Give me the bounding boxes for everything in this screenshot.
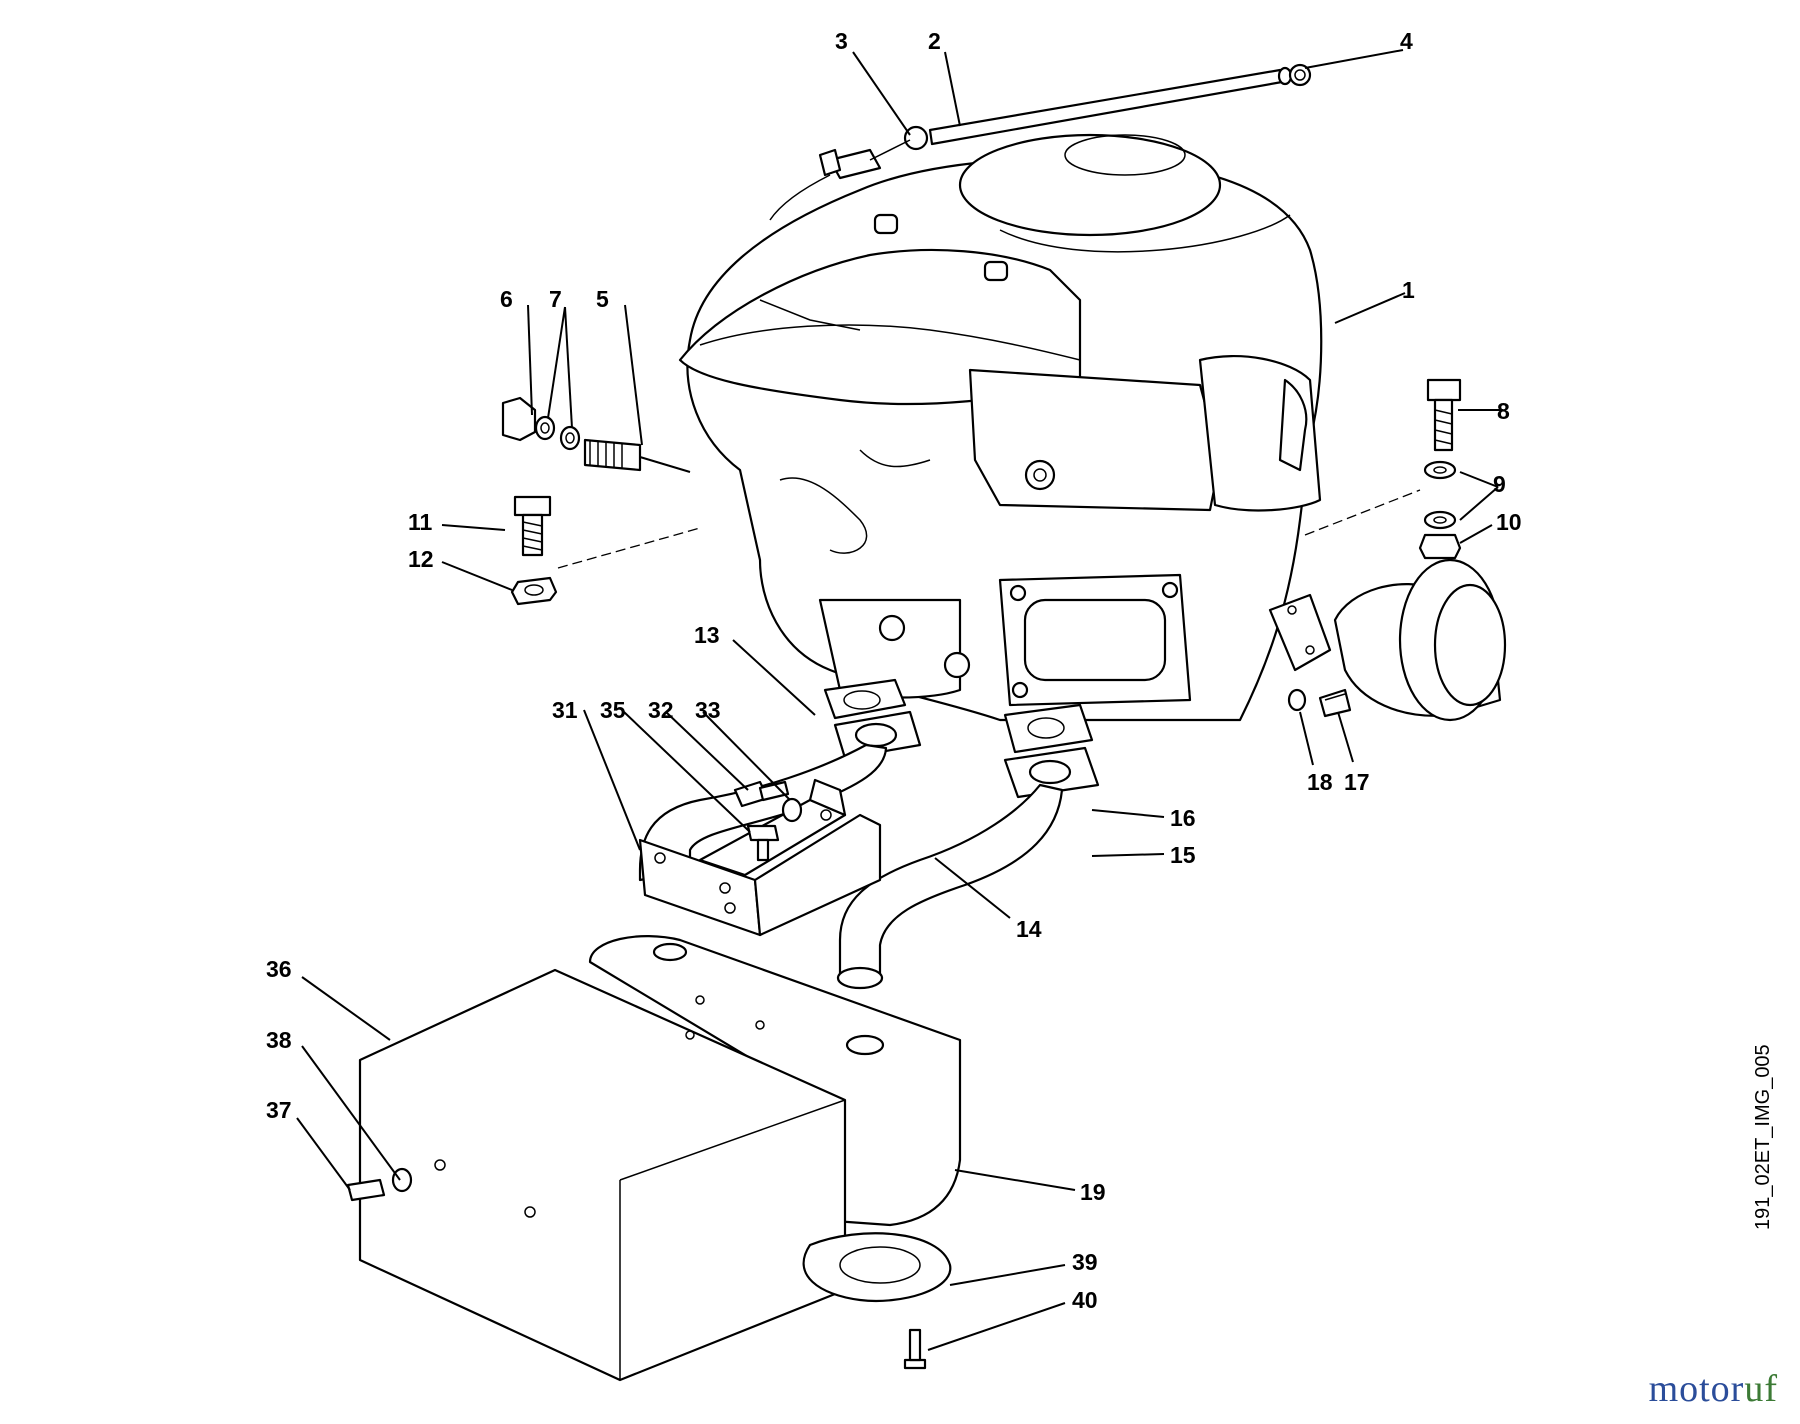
watermark-logo: motoruf bbox=[1649, 1367, 1778, 1411]
callout-32: 32 bbox=[648, 697, 674, 723]
callout-3: 3 bbox=[835, 28, 848, 54]
callout-15: 15 bbox=[1170, 842, 1196, 868]
callout-17: 17 bbox=[1344, 769, 1370, 795]
callout-7: 7 bbox=[549, 286, 562, 312]
callout-33: 33 bbox=[695, 697, 721, 723]
callout-4: 4 bbox=[1400, 28, 1413, 54]
callout-6: 6 bbox=[500, 286, 513, 312]
callout-8: 8 bbox=[1497, 398, 1510, 424]
bolt-and-nut-left bbox=[510, 495, 701, 606]
muffler-bracket bbox=[638, 778, 882, 937]
callout-18: 18 bbox=[1307, 769, 1333, 795]
callout-16: 16 bbox=[1170, 805, 1196, 831]
callout-39: 39 bbox=[1072, 1249, 1098, 1275]
stud-nut-washers bbox=[501, 396, 691, 473]
exhaust-pipes bbox=[638, 678, 1100, 990]
engine-illustration bbox=[678, 133, 1323, 722]
callout-35: 35 bbox=[600, 697, 626, 723]
muffler-and-heat-shield bbox=[346, 935, 962, 1382]
watermark-part-1: motor bbox=[1648, 1368, 1745, 1410]
callout-36: 36 bbox=[266, 956, 292, 982]
oil-filter-assembly bbox=[1268, 558, 1507, 722]
callout-11: 11 bbox=[408, 509, 433, 535]
callout-31: 31 bbox=[552, 697, 578, 723]
callout-13: 13 bbox=[694, 622, 720, 648]
watermark-part-2: uf bbox=[1744, 1368, 1778, 1410]
leader-lines bbox=[296, 49, 1503, 1351]
spark-arrester bbox=[802, 1232, 952, 1370]
bolt-washers-nut-right bbox=[1304, 378, 1462, 560]
callout-38: 38 bbox=[266, 1027, 292, 1053]
callout-40: 40 bbox=[1072, 1287, 1098, 1313]
callout-19: 19 bbox=[1080, 1179, 1106, 1205]
callout-5: 5 bbox=[596, 286, 609, 312]
callout-37: 37 bbox=[266, 1097, 292, 1123]
callout-1: 1 bbox=[1402, 277, 1415, 303]
fuel-hose-assembly bbox=[769, 63, 1312, 221]
callout-10: 10 bbox=[1496, 509, 1522, 535]
callout-2: 2 bbox=[928, 28, 941, 54]
callout-labels: 1 2 3 4 5 6 7 8 9 10 11 12 13 14 15 16 1… bbox=[266, 28, 1522, 1313]
image-code-label: 191_02ET_IMG_005 bbox=[1752, 1044, 1774, 1230]
callout-12: 12 bbox=[408, 546, 434, 572]
callout-9: 9 bbox=[1493, 471, 1506, 497]
callout-14: 14 bbox=[1016, 916, 1042, 942]
